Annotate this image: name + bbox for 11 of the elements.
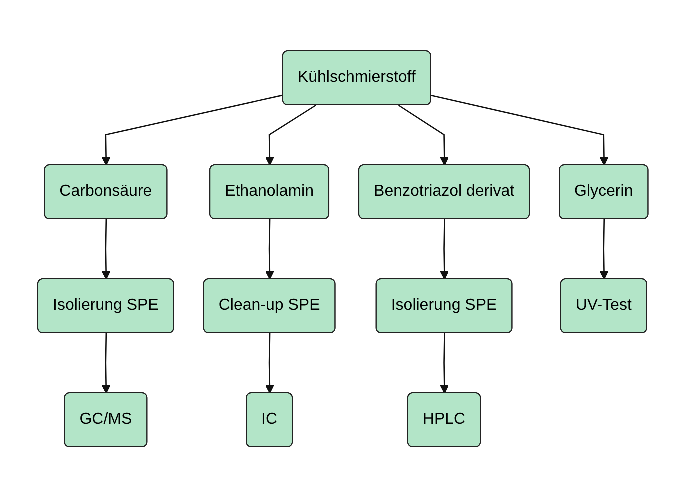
arrow (600, 219, 610, 280)
arrow (398, 104, 450, 166)
arrow (440, 333, 450, 394)
arrow (102, 94, 284, 166)
arrow (266, 219, 275, 280)
arrow (266, 104, 317, 166)
arrow (102, 219, 112, 280)
arrow (102, 333, 112, 394)
arrow (432, 94, 610, 166)
arrow (266, 333, 275, 394)
arrow (440, 219, 450, 280)
